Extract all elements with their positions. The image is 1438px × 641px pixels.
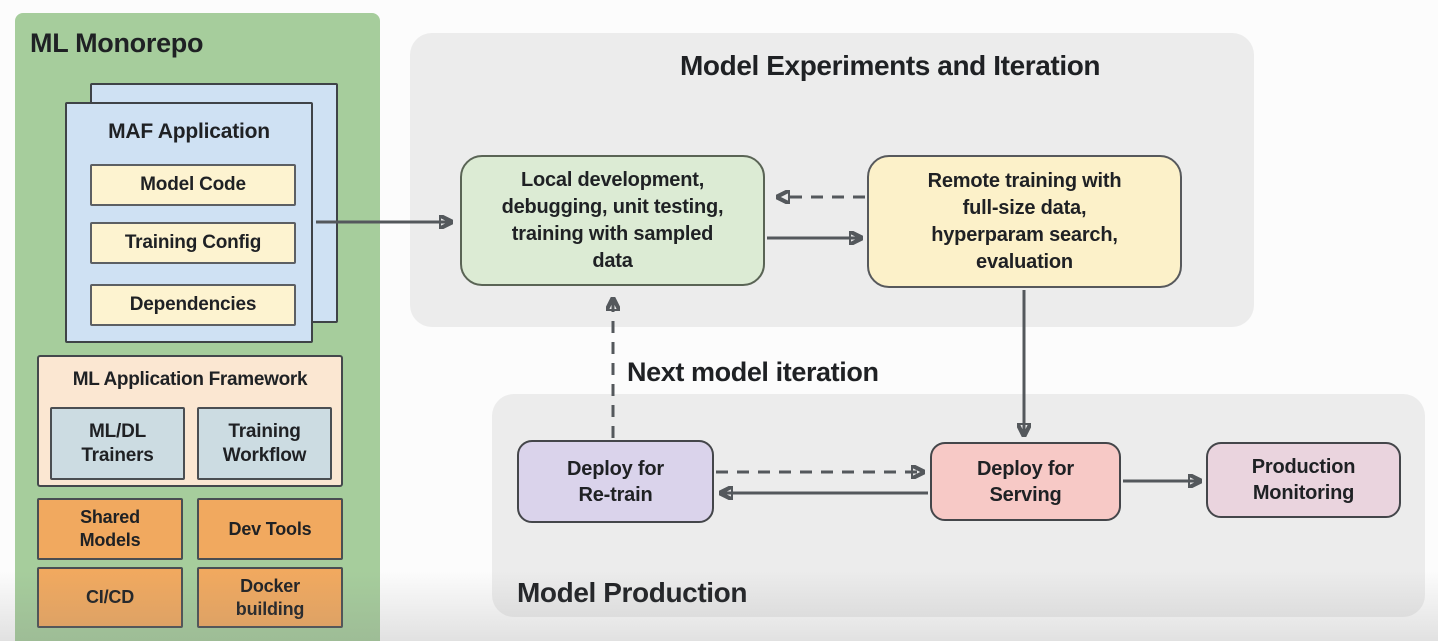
deploy-retrain-label: Deploy for Re-train [567,457,664,506]
next-model-iteration-label: Next model iteration [627,357,879,387]
model-experiments-panel: Model Experiments and Iteration Local de… [410,33,1254,327]
deploy-serving-box: Deploy for Serving [930,442,1121,521]
model-code-box: Model Code [90,164,296,206]
model-code-label: Model Code [140,174,246,195]
training-workflow-box: Training Workflow [197,407,332,480]
dependencies-label: Dependencies [129,294,257,315]
docker-building-box: Docker building [197,567,343,628]
ml-dl-trainers-box: ML/DL Trainers [50,407,185,480]
production-monitoring-label: Production Monitoring [1251,456,1356,504]
model-experiments-title: Model Experiments and Iteration [680,50,1101,81]
shared-models-label: Shared Models [79,507,141,550]
ml-monorepo-title: ML Monorepo [30,28,204,58]
dev-tools-box: Dev Tools [197,498,343,560]
local-development-label: Local development, debugging, unit testi… [501,168,724,272]
model-production-title: Model Production [517,577,748,608]
deploy-serving-label: Deploy for Serving [977,457,1074,506]
ml-monorepo-panel: ML Monorepo MAF Application Model Code T… [15,13,380,641]
model-production-panel: Deploy for Re-train Deploy for Serving P… [492,394,1425,617]
remote-training-label: Remote training with full-size data, hyp… [927,169,1122,273]
training-config-box: Training Config [90,222,296,264]
maf-application-title: MAF Application [108,120,270,143]
ci-cd-label: CI/CD [86,587,134,607]
training-config-label: Training Config [124,232,262,253]
production-monitoring-box: Production Monitoring [1206,442,1401,518]
ci-cd-box: CI/CD [37,567,183,628]
local-development-box: Local development, debugging, unit testi… [460,155,765,286]
training-workflow-label: Training Workflow [222,420,307,466]
shared-models-box: Shared Models [37,498,183,560]
ml-application-framework-title: ML Application Framework [72,369,308,390]
dev-tools-label: Dev Tools [228,518,312,539]
remote-training-box: Remote training with full-size data, hyp… [867,155,1182,288]
deploy-retrain-box: Deploy for Re-train [517,440,714,523]
ml-dl-trainers-label: ML/DL Trainers [81,420,154,466]
dependencies-box: Dependencies [90,284,296,326]
docker-building-label: Docker building [235,575,305,619]
maf-application-card: MAF Application Model Code Training Conf… [65,102,313,343]
ml-application-framework-box: ML Application Framework ML/DL Trainers … [37,355,343,487]
